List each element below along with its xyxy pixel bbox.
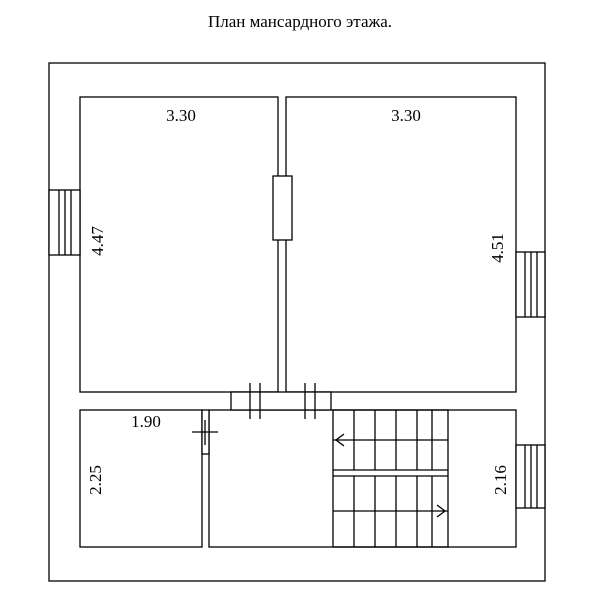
room-top-right <box>285 96 517 393</box>
stair-arrow-upper-head <box>334 433 345 447</box>
dim-bottom-left-depth: 2.25 <box>86 465 105 495</box>
stair-hall <box>208 409 517 548</box>
room-top-left <box>79 96 279 393</box>
outer-wall <box>48 62 546 582</box>
dim-top-left-width: 3.30 <box>166 106 196 125</box>
plan-title: План мансардного этажа. <box>207 12 393 31</box>
hall-doorways <box>230 383 332 419</box>
dim-top-left-depth: 4.47 <box>88 226 107 256</box>
staircase <box>332 409 449 548</box>
room-bottom-left <box>79 409 203 548</box>
dim-stair-hall-depth: 2.16 <box>491 465 510 495</box>
dim-top-right-width: 3.30 <box>391 106 421 125</box>
stair-arrow-lower-head <box>436 504 447 518</box>
dim-bottom-left-width: 1.90 <box>131 412 161 431</box>
partition-door <box>272 175 293 241</box>
bath-door <box>192 409 218 455</box>
window-right-lower <box>515 444 546 509</box>
window-right-upper <box>515 251 546 318</box>
dim-top-right-depth: 4.51 <box>488 233 507 263</box>
window-left <box>48 189 81 256</box>
